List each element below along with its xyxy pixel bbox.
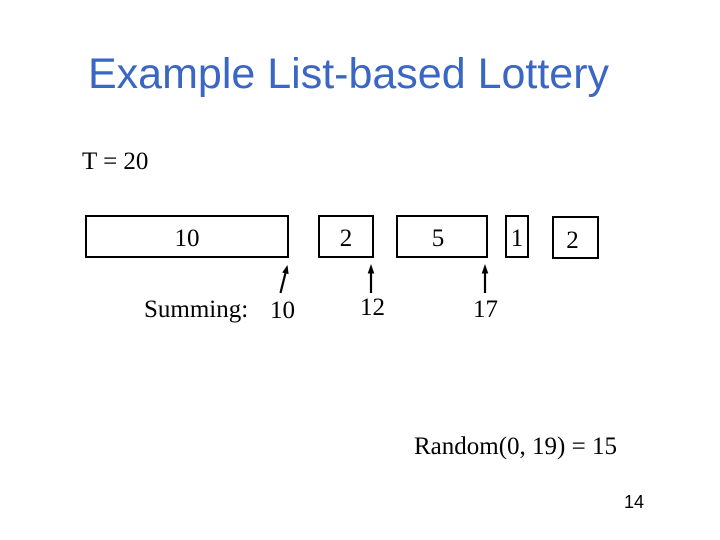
up-arrow-icon bbox=[481, 264, 489, 293]
page-number: 14 bbox=[624, 492, 645, 512]
list-cell: 2 bbox=[318, 215, 374, 258]
total-tickets-label: T = 20 bbox=[82, 148, 149, 175]
list-cell-value: 10 bbox=[174, 224, 200, 252]
summing-value: 12 bbox=[360, 294, 385, 321]
slide-title: Example List-based Lottery bbox=[88, 50, 610, 98]
list-cell: 10 bbox=[85, 215, 289, 258]
list-cell: 1 bbox=[505, 215, 529, 258]
list-cell-value: 2 bbox=[339, 224, 353, 252]
random-result-label: Random(0, 19) = 15 bbox=[414, 433, 617, 460]
up-arrow-icon bbox=[279, 265, 289, 294]
summing-arrows bbox=[279, 264, 489, 294]
up-arrow-icon bbox=[367, 264, 375, 293]
list-cell-value: 1 bbox=[510, 224, 524, 252]
list-cell-value: 5 bbox=[431, 224, 445, 252]
summing-value: 17 bbox=[473, 296, 498, 323]
list-cell: 5 bbox=[396, 215, 488, 258]
summing-value: 10 bbox=[270, 297, 295, 324]
summing-label: Summing: bbox=[144, 296, 249, 323]
list-cell-value: 2 bbox=[566, 226, 579, 254]
list-cell: 2 bbox=[552, 216, 599, 259]
